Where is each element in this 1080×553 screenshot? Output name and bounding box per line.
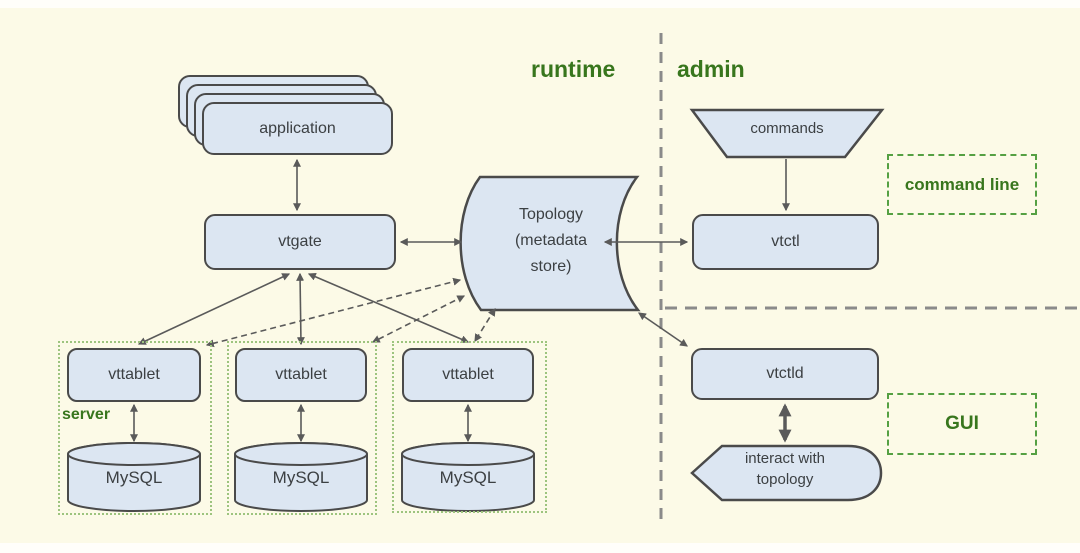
mysql-node-3-label: MySQL: [439, 468, 497, 487]
dashed-arrow-topology-vttablet3: [474, 307, 496, 343]
server-group-3: [392, 341, 547, 513]
arrow-vtgate-vttablet2: [296, 272, 305, 346]
vttablet-node-1: vttablet: [67, 348, 201, 402]
server-group-1: [58, 341, 212, 515]
topology-node-label: Topology (metadata store): [471, 202, 631, 280]
vttablet-node-3: vttablet: [402, 348, 534, 402]
interact-label-line2: topology: [756, 471, 814, 488]
runtime-section-title: runtime: [531, 56, 616, 82]
dashed-arrow-topology-vttablet1: [205, 277, 462, 348]
admin-section-title: admin: [677, 56, 745, 82]
mysql-node-2-label: MySQL: [272, 468, 330, 487]
vtgate-node: vtgate: [204, 214, 396, 270]
command-line-annotation: command line: [887, 154, 1037, 215]
arrow-topology-vtctld: [638, 312, 688, 347]
vtctl-node: vtctl: [692, 214, 879, 270]
interact-label-line1: interact with: [744, 450, 826, 467]
mysql-node-1-label: MySQL: [105, 468, 163, 487]
bottom-margin: [0, 543, 1080, 553]
commands-node-label: commands: [750, 120, 824, 137]
topology-label-line3: store): [530, 258, 572, 275]
interact-topology-label: interact with topology: [705, 448, 865, 490]
arrow-vtgate-vttablet1: [137, 273, 291, 345]
vttablet-node-2: vttablet: [235, 348, 367, 402]
topology-label-line1: Topology: [518, 206, 584, 223]
dashed-arrow-topology-vttablet2: [371, 295, 466, 343]
server-group-2: [227, 341, 377, 515]
application-node: application: [202, 102, 393, 155]
topology-label-line2: (metadata: [514, 232, 588, 249]
server-group-label: server: [62, 406, 111, 423]
dashed-connectors: [205, 277, 496, 348]
top-margin: [0, 0, 1080, 8]
gui-annotation: GUI: [887, 393, 1037, 455]
vtctld-node: vtctld: [691, 348, 879, 400]
arrow-vtgate-vttablet3: [307, 272, 470, 344]
